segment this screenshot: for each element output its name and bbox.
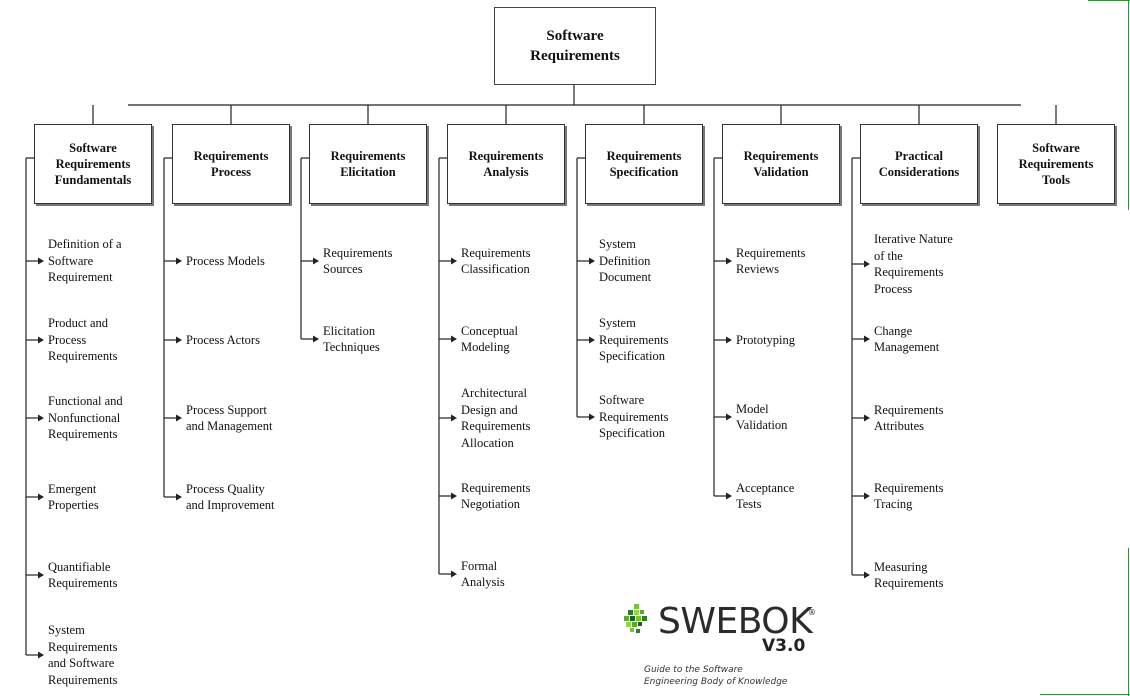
arrow-head (176, 336, 182, 344)
topic-item: Process Support and Management (186, 402, 273, 434)
subarea-box: Requirements Analysis (447, 124, 565, 204)
frame-edge-bottom (1040, 694, 1130, 695)
topic-item: Measuring Requirements (874, 559, 944, 591)
subarea-title: Software Requirements Tools (1018, 141, 1094, 187)
topic-item: Product and Process Requirements (48, 316, 118, 364)
root-topic-box: Software Requirements (494, 7, 656, 85)
arrow-head (451, 414, 457, 422)
arrow-head (451, 335, 457, 343)
arrow-head (38, 493, 44, 501)
topic-item: Elicitation Techniques (323, 323, 380, 355)
topic-item: System Requirements Specification (599, 316, 669, 364)
registered-mark: ® (808, 608, 816, 617)
arrow-head (451, 257, 457, 265)
subarea-title: Requirements Specification (606, 149, 682, 179)
root-topic-label: Software Requirements (530, 28, 620, 64)
topic-item: Acceptance Tests (736, 480, 795, 512)
arrow-head (864, 414, 870, 422)
logo-tagline: Guide to the Software Engineering Body o… (644, 665, 788, 687)
arrow-head (176, 257, 182, 265)
arrow-head (864, 335, 870, 343)
arrow-head (38, 571, 44, 579)
topic-item: Formal Analysis (461, 558, 505, 590)
arrow-head (451, 492, 457, 500)
arrow-head (451, 570, 457, 578)
topic-item: Architectural Design and Requirements Al… (461, 386, 531, 450)
subarea-box: Requirements Process (172, 124, 290, 204)
subarea-title: Requirements Process (193, 149, 269, 179)
topic-item: Change Management (874, 323, 940, 355)
topic-item: Model Validation (736, 401, 788, 433)
arrow-head (313, 335, 319, 343)
topic-item: Quantifiable Requirements (48, 559, 118, 591)
subarea-box: Requirements Elicitation (309, 124, 427, 204)
subarea-box: Software Requirements Tools (997, 124, 1115, 204)
arrow-head (726, 492, 732, 500)
subarea-title: Practical Considerations (878, 149, 960, 179)
subarea-title: Requirements Analysis (468, 149, 544, 179)
frame-edge-right-lower (1128, 548, 1129, 696)
arrow-head (589, 413, 595, 421)
swebok-logo: SWEBOK ® V3.0 Guide to the Software Engi… (622, 602, 822, 696)
arrow-head (38, 414, 44, 422)
arrow-head (38, 257, 44, 265)
subarea-box: Practical Considerations (860, 124, 978, 204)
arrow-head (726, 336, 732, 344)
arrow-head (726, 257, 732, 265)
topic-item: Process Actors (186, 332, 260, 347)
arrow-head (176, 414, 182, 422)
topic-item: Requirements Sources (323, 245, 393, 277)
subarea-title: Software Requirements Fundamentals (54, 141, 132, 187)
topic-item: Functional and Nonfunctional Requirement… (48, 394, 123, 442)
topic-item: System Requirements and Software Require… (48, 623, 118, 687)
subarea-box: Software Requirements Fundamentals (34, 124, 152, 204)
subarea-title: Requirements Elicitation (330, 149, 406, 179)
topic-item: Iterative Nature of the Requirements Pro… (874, 232, 953, 296)
topic-item: Prototyping (736, 332, 796, 347)
subarea-title: Requirements Validation (743, 149, 819, 179)
pixel-mosaic-icon (624, 604, 647, 633)
frame-edge-top (1088, 0, 1130, 1)
arrow-head (864, 492, 870, 500)
arrow-head (726, 413, 732, 421)
topic-item: Definition of a Software Requirement (48, 237, 122, 285)
topic-item: Requirements Tracing (874, 480, 944, 512)
topic-item: Emergent Properties (48, 481, 99, 513)
topic-item: Conceptual Modeling (461, 323, 518, 355)
logo-wordmark: SWEBOK (658, 601, 813, 642)
arrow-head (38, 651, 44, 659)
topic-item: Software Requirements Specification (599, 393, 669, 441)
topic-item: Requirements Attributes (874, 402, 944, 434)
topic-item: Process Models (186, 253, 265, 268)
topic-item: Process Quality and Improvement (186, 481, 275, 513)
topic-item: Requirements Negotiation (461, 480, 531, 512)
topic-item: Requirements Classification (461, 245, 531, 277)
subarea-box: Requirements Validation (722, 124, 840, 204)
arrow-head (176, 493, 182, 501)
logo-version: V3.0 (762, 636, 806, 656)
arrow-head (313, 257, 319, 265)
topic-item: System Definition Document (599, 237, 652, 285)
frame-edge-right (1128, 0, 1129, 210)
arrow-head (589, 257, 595, 265)
topic-item: Requirements Reviews (736, 245, 806, 277)
arrow-head (589, 336, 595, 344)
arrow-head (38, 336, 44, 344)
arrow-head (864, 260, 870, 268)
subarea-box: Requirements Specification (585, 124, 703, 204)
arrow-head (864, 571, 870, 579)
